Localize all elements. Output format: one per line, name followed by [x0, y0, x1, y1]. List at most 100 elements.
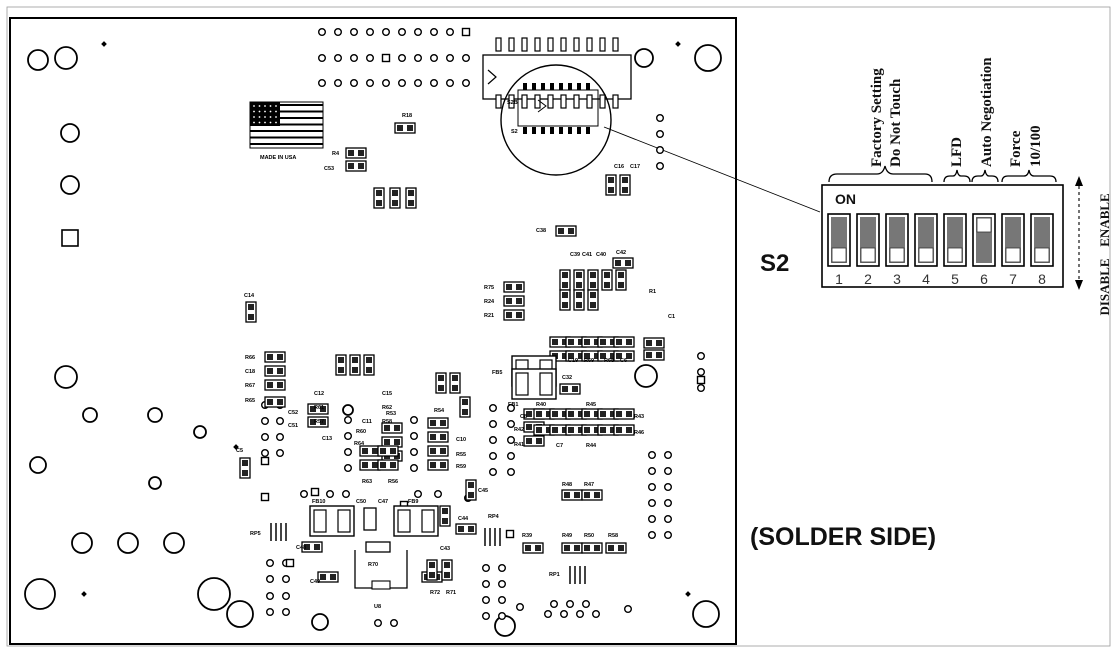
mounting-hole: [27, 49, 49, 71]
image-frame: [6, 6, 1111, 647]
switch-position-number: 5: [951, 271, 959, 287]
via-hole: [414, 490, 423, 499]
pad: [462, 409, 468, 415]
via-hole: [326, 490, 335, 499]
pcb-label: C48: [296, 545, 306, 551]
pad: [320, 406, 326, 412]
pad: [267, 368, 273, 374]
pcb-label: U8: [374, 604, 381, 610]
switch-on-label: ON: [835, 191, 856, 207]
pcb-label: RP5: [250, 531, 261, 537]
pcb-label: C44: [458, 516, 469, 522]
pad-outline: [264, 379, 286, 391]
pcb-label: C47: [378, 499, 388, 505]
s2-pin: [568, 127, 572, 134]
pad: [608, 177, 614, 183]
pad: [429, 562, 435, 568]
mounting-hole: [342, 404, 354, 416]
s2-pin: [523, 127, 527, 134]
flag-star: [264, 121, 266, 124]
pad: [610, 411, 616, 417]
pad: [440, 448, 446, 454]
pad-outline: [615, 269, 627, 291]
pad: [568, 427, 574, 433]
switch-position-number: 6: [980, 271, 988, 287]
flag-star: [275, 110, 277, 113]
pad: [408, 200, 414, 206]
pad: [452, 375, 458, 381]
resistor-pack-pin: [579, 566, 581, 584]
pcb-label: C19: [568, 358, 578, 364]
s2-pin: [577, 127, 581, 134]
flag-star: [258, 110, 261, 113]
pad-outline: [559, 289, 571, 311]
pad: [242, 460, 248, 466]
mounting-holes: [24, 44, 722, 637]
via-hole: [498, 612, 507, 621]
pad-outline: [439, 505, 451, 527]
pad: [594, 545, 600, 551]
mounting-hole: [311, 613, 329, 631]
pad: [384, 425, 390, 431]
pad: [372, 462, 378, 468]
pad: [594, 339, 600, 345]
flag-star: [258, 116, 261, 118]
pad: [626, 339, 632, 345]
via-hole: [566, 600, 575, 609]
connector-pin: [495, 94, 502, 109]
pad: [574, 492, 580, 498]
resistor-pack-pin: [569, 566, 571, 584]
pad-outline: [427, 445, 449, 457]
pad: [646, 352, 652, 358]
switch-knob: [1005, 247, 1021, 263]
mounting-hole: [226, 600, 254, 628]
pad-outline: [307, 403, 329, 415]
pad: [248, 314, 254, 320]
via-hole: [648, 467, 657, 476]
pad-outline: [613, 424, 635, 436]
pad: [578, 353, 584, 359]
pcb-label: R61: [314, 405, 324, 411]
connector-pin: [612, 94, 619, 109]
s2-pin: [577, 83, 581, 90]
pcb-label: R21: [484, 313, 494, 319]
mounting-hole: [197, 577, 231, 611]
pad-outline: [581, 489, 603, 501]
group-braces: [828, 165, 1057, 183]
pad: [320, 574, 326, 580]
via-hole: [300, 490, 309, 499]
pad: [314, 544, 320, 550]
switch-name: S2: [760, 250, 789, 277]
pcb-label: S2B: [507, 100, 518, 106]
header-pin: [446, 54, 455, 63]
pcb-label: R71: [446, 590, 456, 596]
pad: [574, 545, 580, 551]
connector-pin: [560, 37, 567, 52]
pad: [552, 339, 558, 345]
header-pin: [414, 54, 423, 63]
pad: [248, 304, 254, 310]
pad: [526, 438, 532, 444]
pad: [608, 187, 614, 193]
switch-position-number: 2: [864, 271, 872, 287]
header-pin: [382, 78, 391, 87]
header-pin: [318, 54, 327, 63]
pad: [626, 353, 632, 359]
edge-connector: [482, 37, 632, 109]
header-pin: [462, 78, 471, 87]
pad: [615, 260, 621, 266]
pad: [362, 462, 368, 468]
pad: [600, 353, 606, 359]
pcb-label: C15: [382, 391, 392, 397]
via-hole: [344, 464, 353, 473]
switch-position-number: 3: [893, 271, 901, 287]
via-hole: [648, 499, 657, 508]
pad: [576, 282, 582, 288]
pad: [546, 411, 552, 417]
header-pin: [334, 28, 343, 37]
pad: [348, 150, 354, 156]
pad: [267, 382, 273, 388]
pcb-label: R1: [649, 289, 656, 295]
pcb-label: C50: [356, 499, 366, 505]
usa-flag-icon: [249, 101, 324, 149]
